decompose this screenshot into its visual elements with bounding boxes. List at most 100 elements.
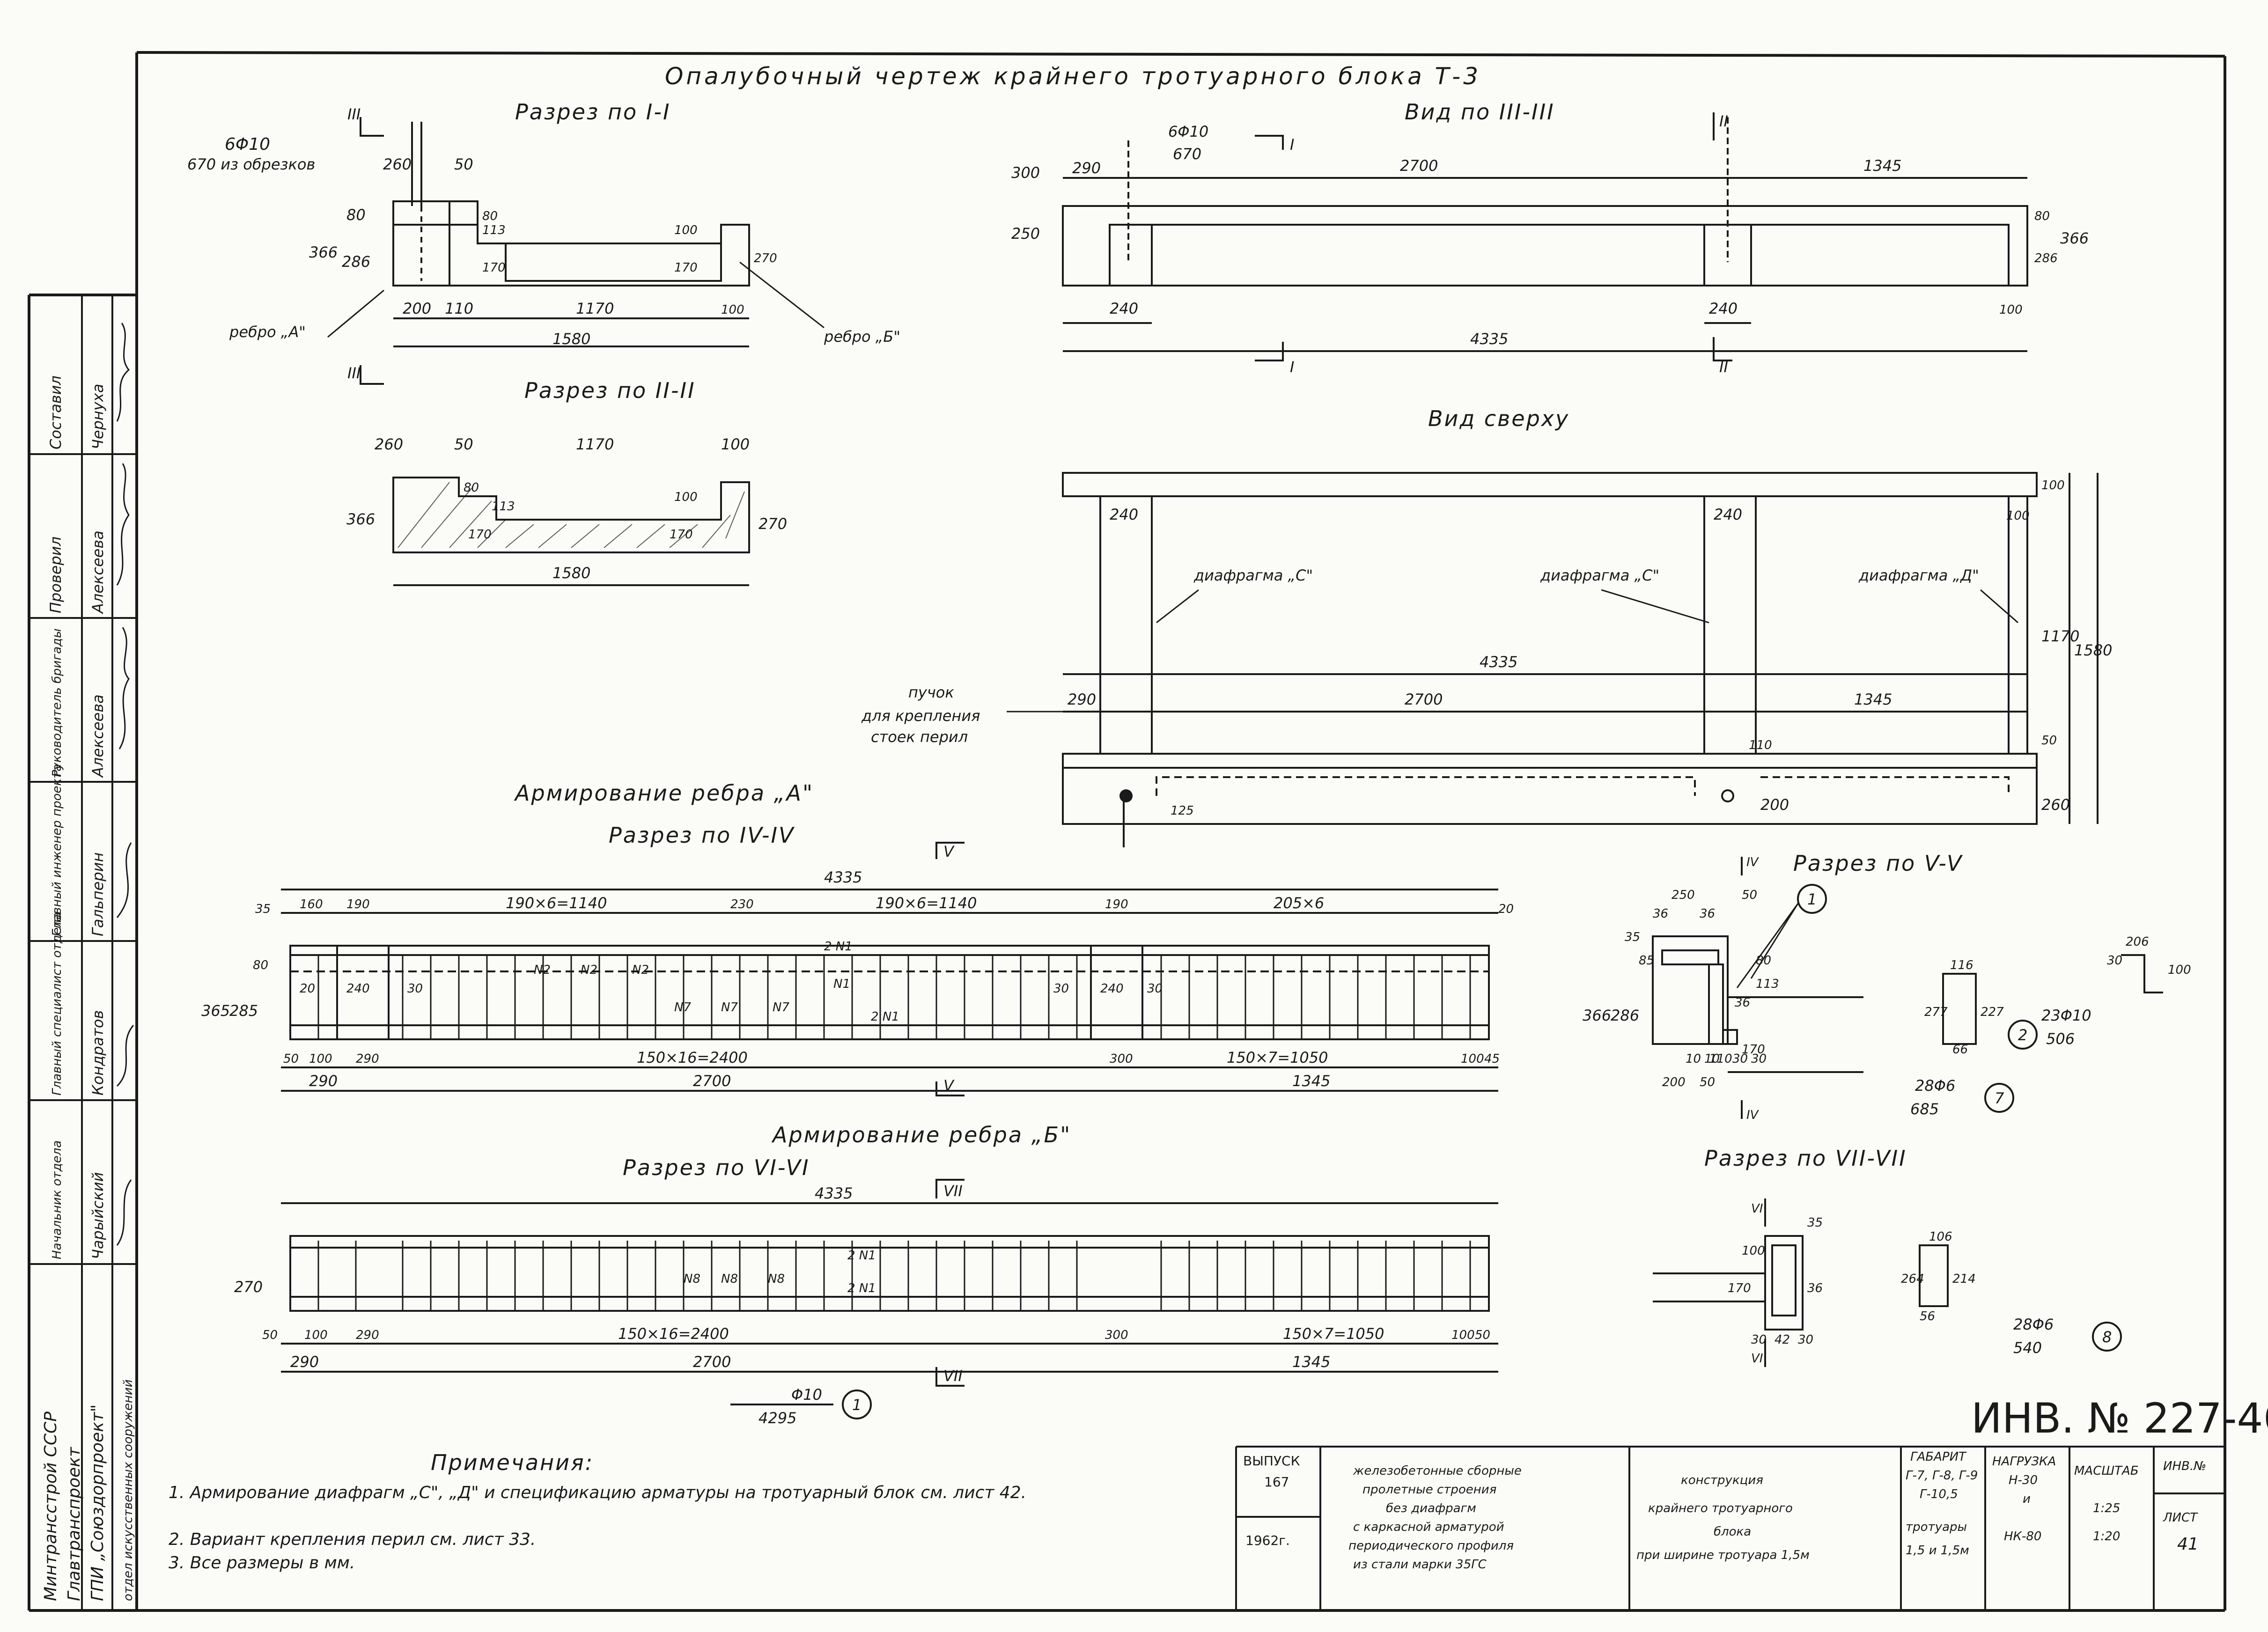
bar-8-dim-56: 56 [1920, 1309, 1935, 1323]
dim-366: 366 [346, 510, 375, 528]
construction-line-1: конструкция [1681, 1473, 1763, 1487]
role-3: Руководитель бригады [50, 628, 64, 777]
position-circle-7 [1984, 1083, 2014, 1113]
dim-100-left: 100 [304, 1328, 328, 1342]
rib-B-section-title: Разрез по VI-VI [623, 1155, 810, 1180]
desc-line-2: пролетные строения [1362, 1483, 1496, 1497]
bar-label-N8-2: N8 [721, 1272, 738, 1286]
dim-240-right: 240 [1100, 982, 1124, 996]
title-block: ВЫПУСК 167 1962г. железобетонные сборные… [1235, 1446, 2225, 1610]
bar-label-N7-1: N7 [674, 1000, 691, 1014]
position-number-2: 2 [2018, 1026, 2027, 1044]
dim-1170: 1170 [576, 300, 614, 317]
sheet-label: ЛИСТ [2163, 1511, 2198, 1525]
dim-80: 80 [346, 206, 366, 224]
bar-8-dim-214: 214 [1952, 1272, 1976, 1286]
dim-30-left: 30 [1751, 1333, 1767, 1347]
position-circle-1 [1797, 884, 1827, 914]
section-VII-VII: Разрез по VII-VII VI VI 35 100 170 36 30… [1653, 1146, 2122, 1367]
bar-8-dim-106: 106 [1929, 1230, 1952, 1244]
bar-2-dim-227: 227 [1981, 1005, 2004, 1019]
bar-label-N2-3: N2 [632, 963, 649, 977]
dim-286: 286 [2034, 251, 2058, 265]
dim-230: 230 [730, 897, 754, 912]
dim-1345: 1345 [1292, 1353, 1330, 1371]
section-I-I: Разрез по I-I 6Φ10 670 из обрезков III I… [187, 99, 900, 385]
dim-170: 170 [1728, 1281, 1751, 1295]
construction-line-3: блока [1714, 1525, 1751, 1539]
dim-110: 110 [445, 300, 473, 317]
bar-label-2N1-top: 2 N1 [847, 1249, 876, 1263]
bar-1-diameter: Φ10 [791, 1386, 822, 1404]
scale-2: 1:20 [2093, 1529, 2120, 1544]
dim-36-inner: 36 [1735, 996, 1750, 1010]
year: 1962г. [1245, 1533, 1290, 1548]
bar-1-dim-100: 100 [2168, 963, 2191, 977]
view-top-title: Вид сверху [1428, 406, 1569, 431]
bar-label-N7-3: N7 [773, 1000, 789, 1014]
section-mark-III-bottom: III [347, 364, 361, 382]
dim-110: 110 [1709, 1052, 1732, 1066]
role-4: Главный инженер проекта [50, 764, 64, 936]
dim-150x7: 150×7=1050 [1227, 1049, 1328, 1066]
dim-100-edge: 100 [2041, 478, 2065, 493]
dim-50: 50 [2041, 734, 2057, 748]
dim-100-left: 100 [309, 1052, 332, 1066]
dim-80-inner: 80 [482, 209, 498, 223]
position-number-1: 1 [852, 1396, 862, 1414]
dim-50: 50 [1742, 888, 1757, 902]
signatures [116, 323, 134, 1246]
bundle-note-1: пучок [908, 684, 954, 701]
gabarit-line-2: Г-7, Г-8, Г-9 [1906, 1469, 1978, 1483]
dim-170-left: 170 [468, 528, 492, 542]
dim-2700: 2700 [693, 1072, 731, 1090]
section-V-V: Разрез по V-V IV IV 250 50 36 36 35 85 3… [1583, 851, 2191, 1122]
dim-50: 50 [262, 1328, 278, 1342]
dim-170-right: 170 [674, 261, 698, 275]
dim-260: 260 [375, 435, 403, 453]
bundle-point-1 [1119, 789, 1133, 802]
rib-A-label: ребро „А" [229, 323, 306, 341]
drawing-title: Опалубочный чертеж крайнего тротуарного … [665, 63, 1481, 90]
load-line-2: Н-30 [2009, 1473, 2038, 1487]
position-circle-8 [2092, 1322, 2122, 1352]
bar-2-dim-116: 116 [1950, 958, 1973, 972]
dim-1580: 1580 [552, 564, 590, 582]
dim-10-left: 10 [1686, 1052, 1701, 1066]
bundle-note-3: стоек перил [871, 728, 968, 746]
dim-85: 85 [1639, 954, 1654, 968]
position-circle-1 [842, 1389, 872, 1419]
rib-B-reinforcement: Армирование ребра „Б" Разрез по VI-VI [234, 1122, 1498, 1427]
rebar-label-6f10: 6Φ10 [1168, 123, 1208, 140]
dim-4335: 4335 [824, 868, 862, 886]
dim-10-right: 10 [1704, 1052, 1720, 1066]
section-mark-V-bottom: V [943, 1077, 955, 1095]
dim-240-right: 240 [1709, 300, 1738, 317]
dim-30-right: 30 [1147, 982, 1163, 996]
section-V-title: Разрез по V-V [1793, 851, 1963, 876]
org-3: ГПИ „Союздорпроект" [88, 1404, 107, 1601]
org-4: отдел искусственных сооружений [121, 1379, 135, 1601]
left-stamp: Составил Проверил Руководитель бригады Г… [29, 295, 137, 1610]
rib-A-title: Армирование ребра „А" [514, 780, 814, 806]
stirrups-rib-B [317, 1241, 1471, 1311]
dim-1580: 1580 [2074, 641, 2112, 659]
dim-42: 42 [1775, 1333, 1790, 1347]
note-3: 3. Все размеры в мм. [169, 1553, 355, 1573]
dim-2700: 2700 [1400, 157, 1438, 175]
dim-270: 270 [754, 251, 777, 265]
scale-label: МАСШТАБ [2074, 1464, 2139, 1478]
dim-366: 366 [1583, 1007, 1611, 1024]
section-I-title: Разрез по I-I [515, 99, 671, 125]
section-VII-title: Разрез по VII-VII [1704, 1146, 1907, 1171]
dim-100-inner: 100 [2006, 509, 2030, 523]
dim-30-right: 30 [1798, 1333, 1813, 1347]
section-mark-VI-top: VI [1751, 1202, 1763, 1216]
dim-290: 290 [1068, 691, 1096, 708]
dim-35: 35 [1807, 1216, 1823, 1230]
section-mark-VII-top: VII [943, 1182, 963, 1200]
desc-line-4: с каркасной арматурой [1353, 1520, 1504, 1534]
dim-160: 160 [300, 897, 323, 912]
dim-36-right: 36 [1700, 907, 1715, 921]
section-mark-I-bottom: I [1290, 358, 1294, 376]
